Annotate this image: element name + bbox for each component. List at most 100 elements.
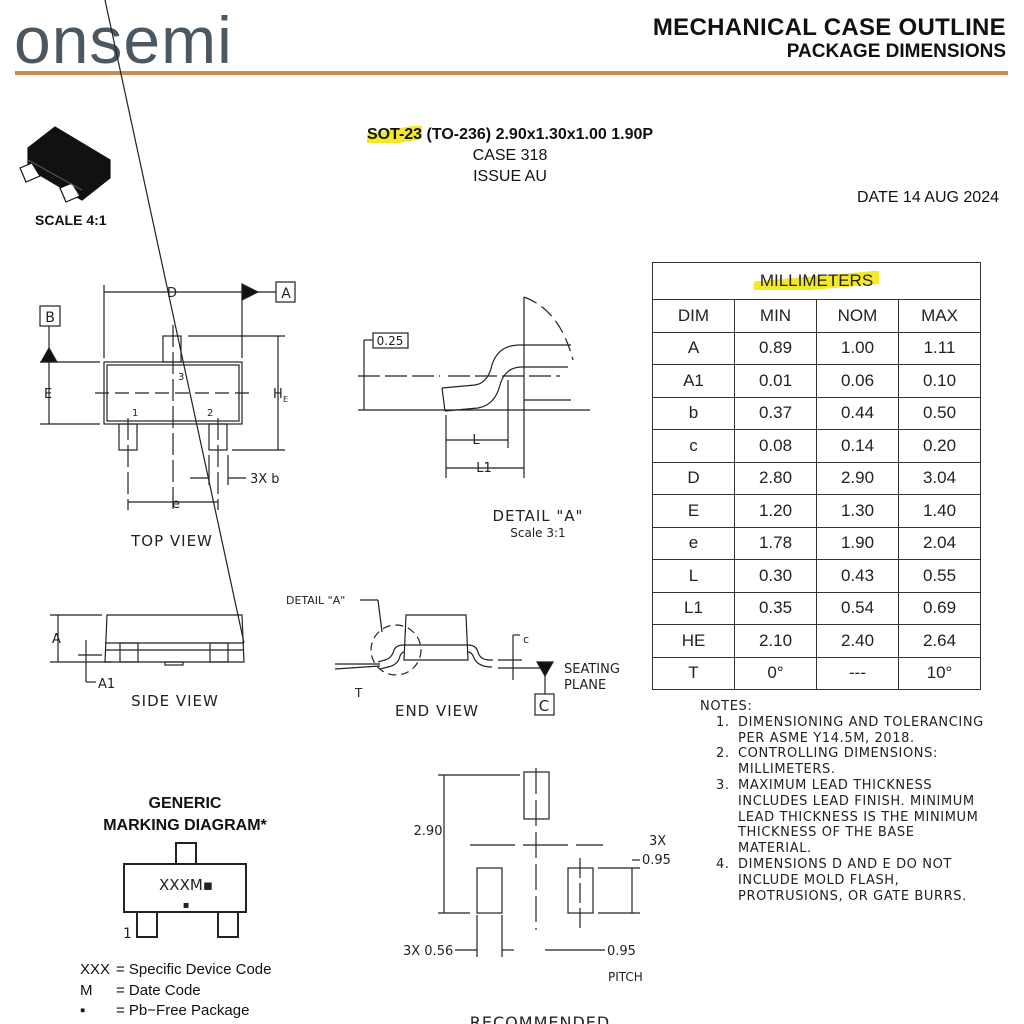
table-header-row: DIM MIN NOM MAX [652,299,981,333]
dim-HE-sub: E [283,395,288,404]
dim-b: 3X b [250,472,280,487]
package-title: SOT-23 (TO-236) 2.90x1.30x1.00 1.90P [300,126,720,144]
dim-T: T [354,686,363,700]
package-3d-icon [19,126,111,203]
legend-item: ▪= Pb−Free Package [80,1002,249,1019]
note-text: CONTROLLING DIMENSIONS: MILLIMETERS. [738,746,938,778]
end-view-label: END VIEW [395,702,479,720]
cell-min: 0.37 [734,396,817,430]
footprint-pad-h-count: 3X [649,834,666,849]
package-name-highlight: SOT-23 [366,126,423,143]
side-view: A A1 SIDE VIEW [50,0,245,710]
legend-key: XXX [80,961,111,978]
dim-HE: H [273,387,283,402]
note-item: 3.MAXIMUM LEAD THICKNESS INCLUDES LEAD F… [700,778,988,857]
cell-nom: 2.90 [816,461,899,495]
col-dim: DIM [652,299,735,333]
recommended-label: RECOMMENDED [470,1013,610,1024]
cell-max: 1.40 [898,494,981,528]
cell-min: 0° [734,656,817,690]
datum-C: C [539,697,549,715]
cell-dim: b [652,396,735,430]
cell-dim: L [652,559,735,593]
pin-2-label: 2 [207,408,213,419]
note-text: MAXIMUM LEAD THICKNESS INCLUDES LEAD FIN… [738,777,979,857]
cell-nom: 1.90 [816,526,899,560]
datum-B: B [45,310,55,326]
legend-value: = Specific Device Code [116,961,272,978]
detail-a-scale: Scale 3:1 [510,526,565,540]
marking-title-1: GENERIC [148,795,222,812]
legend-item: M= Date Code [80,982,201,999]
case-number: CASE 318 [472,147,548,164]
cell-dim: e [652,526,735,560]
cell-dim: L1 [652,591,735,625]
date: DATE 14 AUG 2024 [857,189,999,206]
notes: NOTES: 1.DIMENSIONING AND TOLERANCING PE… [700,699,988,904]
tolerance-0-25: 0.25 [377,334,404,348]
issue: ISSUE AU [473,168,547,185]
dim-E: E [44,387,52,402]
footprint-pad-w: 3X 0.56 [403,944,453,959]
footprint-height: 2.90 [414,824,443,839]
cell-min: 2.10 [734,624,817,658]
col-min: MIN [734,299,817,333]
dim-A1: A1 [98,677,115,692]
note-item: 2. CONTROLLING DIMENSIONS: MILLIMETERS. [700,746,988,778]
dim-e: e [172,497,180,512]
marking-diagram: XXXM▪ ▪ 1 [123,842,247,942]
cell-max: 3.04 [898,461,981,495]
marking-code: XXXM▪ [159,876,213,894]
cell-min: 1.78 [734,526,817,560]
dim-L1: L1 [476,461,492,476]
cell-max: 0.55 [898,559,981,593]
marking-title-2: MARKING DIAGRAM* [103,817,267,834]
doc-subtitle: PACKAGE DIMENSIONS [786,41,1006,62]
note-number: 1. [716,714,730,730]
cell-dim: HE [652,624,735,658]
plane-label: PLANE [564,678,606,693]
cell-max: 0.50 [898,396,981,430]
note-text: DIMENSIONING AND TOLERANCING PER ASME Y1… [738,714,984,746]
recommended-footprint: 2.90 3X 0.95 3X 0.56 0.95 PITCH RECOMMEN… [403,768,671,1024]
cell-nom: 0.44 [816,396,899,430]
note-number: 4. [716,856,730,872]
unit-label: MILLIMETERS [753,271,880,290]
footprint-pitch: 0.95 [607,944,636,959]
unit-header: MILLIMETERS [652,262,981,300]
cell-nom: 0.06 [816,364,899,398]
cell-max: 2.04 [898,526,981,560]
marking-pin1: 1 [123,926,132,942]
cell-dim: D [652,461,735,495]
note-item: 4. DIMENSIONS D AND E DO NOT INCLUDE MOLD… [700,857,988,904]
note-number: 2. [716,746,730,762]
note-text: DIMENSIONS D AND E DO NOT INCLUDE MOLD F… [738,856,967,904]
side-view-label: SIDE VIEW [131,692,219,710]
header-rule [15,71,1008,75]
cell-nom: 0.14 [816,429,899,463]
col-nom: NOM [816,299,899,333]
cell-max: 1.11 [898,331,981,365]
pin-1-label: 1 [132,408,138,419]
cell-min: 1.20 [734,494,817,528]
cell-max: 0.20 [898,429,981,463]
seating-label: SEATING [564,662,620,677]
cell-nom: 0.54 [816,591,899,625]
datum-A: A [281,286,291,302]
doc-title: MECHANICAL CASE OUTLINE [652,14,1006,41]
pitch-label: PITCH [608,970,643,984]
cell-nom: 1.30 [816,494,899,528]
legend-value: = Pb−Free Package [116,1002,250,1019]
scale-label: SCALE 4:1 [35,212,107,228]
col-max: MAX [898,299,981,333]
